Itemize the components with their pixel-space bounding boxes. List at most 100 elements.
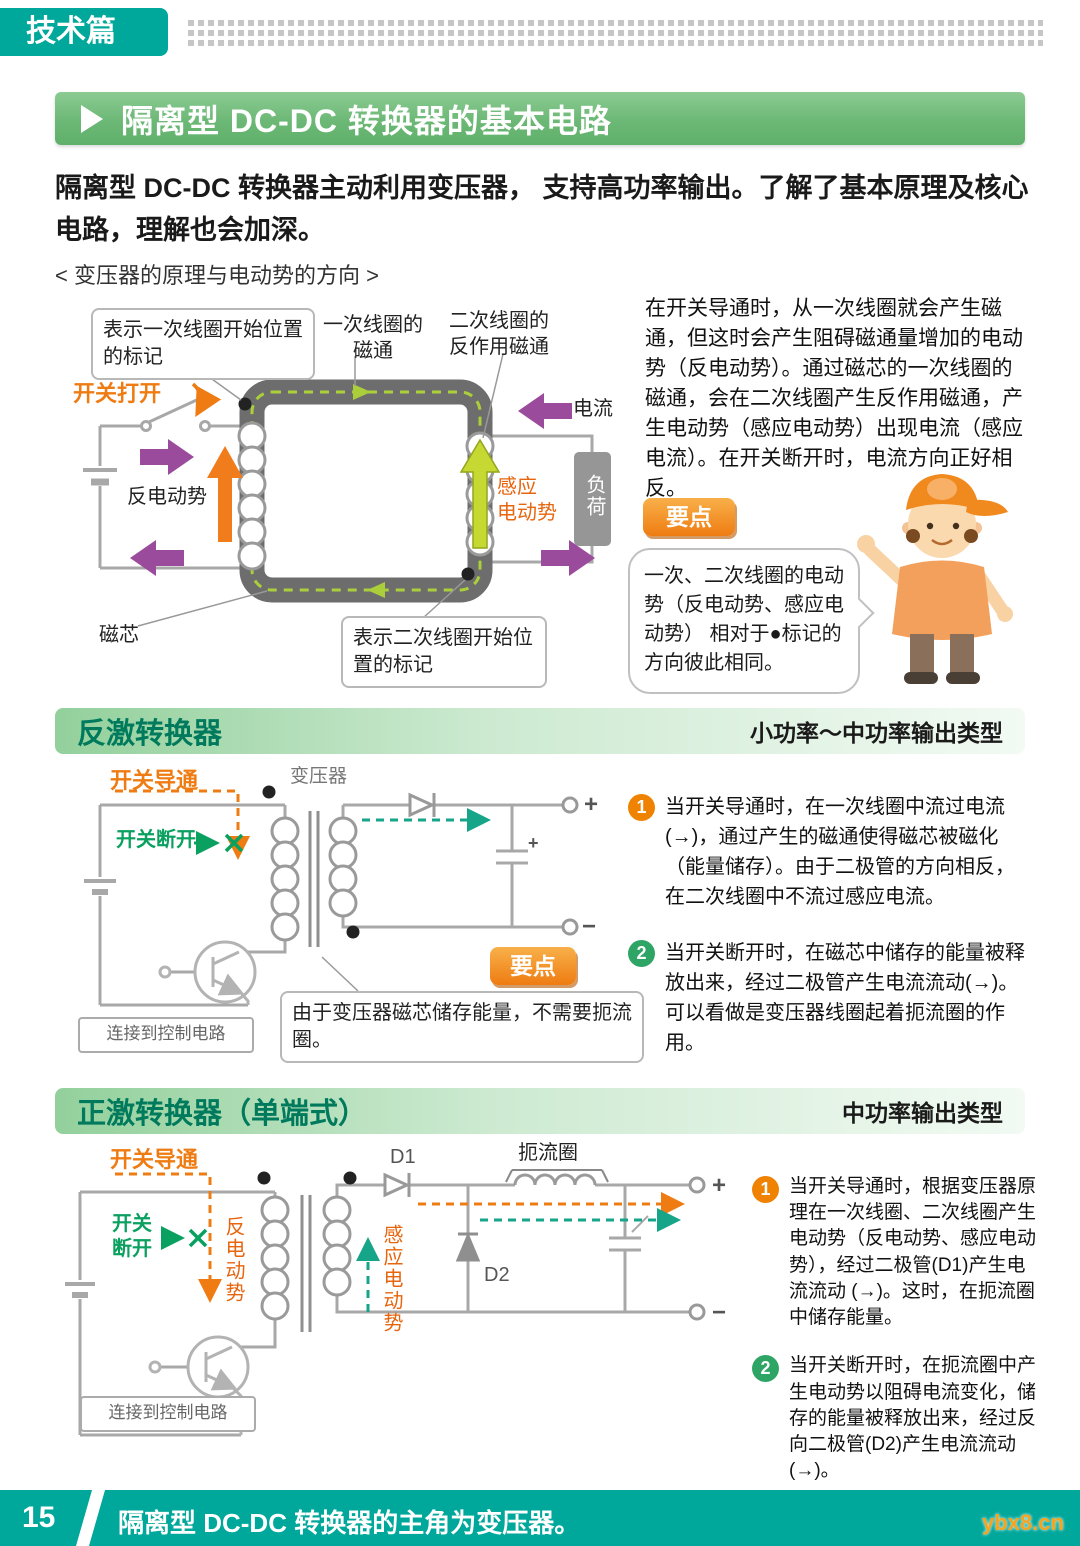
flux-path [250, 390, 482, 592]
forward-point-1: 1 当开关导通时，根据变压器原理在一次线圈、二次线圈产生电动势（反电动势、感应电… [752, 1174, 1037, 1331]
flyback-wires [84, 803, 563, 1007]
choke-bracket [505, 1169, 609, 1183]
footer-divider [75, 1490, 106, 1546]
flyback-core [308, 811, 320, 947]
page-number: 15 [22, 1501, 56, 1534]
secondary-mark-note: 表示二次线圈开始位置的标记 [341, 616, 547, 688]
primary-mark-note: 表示一次线圈开始位置的标记 [91, 308, 315, 380]
point-1-text: 当开关导通时，在一次线圈中流过电流(→)，通过产生的磁通使得磁芯被磁化（能量储存… [665, 796, 1015, 908]
flyback-primary-coil [270, 816, 300, 942]
forward-switch-off-label: 开关 断开 [112, 1213, 152, 1260]
back-emf-arrow [207, 446, 243, 542]
output-plus-terminal [561, 796, 579, 814]
footer-text: 隔离型 DC-DC 转换器的主角为变压器。 [118, 1508, 581, 1538]
page-footer: 15 隔离型 DC-DC 转换器的主角为变压器。 [0, 1490, 1080, 1546]
choke-coil [513, 1173, 597, 1186]
forward-primary-dot [257, 1171, 271, 1185]
secondary-circuit-wires [480, 434, 594, 564]
point-1-badge: 1 [752, 1176, 779, 1203]
minus-label: − [712, 1299, 727, 1326]
point-2-badge: 2 [752, 1355, 779, 1383]
secondary-flux-label: 二次线圈的反作用磁通 [449, 310, 549, 358]
flyback-keypoint-note: 由于变压器磁芯储存能量，不需要扼流圈。 [280, 991, 644, 1063]
point-2-text: 当开关断开时，在磁芯中储存的能量被释放出来，经过二极管产生电流流动(→)。可以看… [665, 942, 1025, 1054]
primary-coil [237, 421, 267, 571]
transformer-principle-svg [83, 353, 611, 627]
d2-diode [455, 1232, 481, 1262]
switch-open-arrow [191, 382, 222, 418]
transformer-principle-diagram: 表示一次线圈开始位置的标记 一次线圈的磁通 二次线圈的反作用磁通 开关打开 反电… [55, 296, 630, 694]
plus-label: + [712, 1172, 727, 1199]
transformer-label: 变压器 [290, 766, 348, 787]
forward-section-bar: 正激转换器（单端式） 中功率输出类型 [55, 1088, 1025, 1134]
d1-label: D1 [390, 1146, 416, 1168]
flyback-section-bar: 反激转换器 小功率～中功率输出类型 [55, 708, 1025, 754]
forward-core [300, 1195, 312, 1332]
secondary-polarity-dot [461, 567, 475, 581]
current-label: 电流 [573, 398, 613, 420]
header-dot-pattern [188, 20, 1043, 46]
flyback-point-1: 1 当开关导通时，在一次线圈中流过电流(→)，通过产生的磁通使得磁芯被磁化（能量… [628, 792, 1032, 912]
output-minus-terminal [688, 1303, 706, 1321]
primary-on-current-path [115, 1172, 222, 1303]
transformer-core [239, 379, 493, 603]
flyback-title: 反激转换器 [77, 718, 223, 750]
d2-label: D2 [484, 1264, 510, 1286]
keypoint-badge-2: 要点 [490, 947, 576, 985]
forward-secondary-dot [343, 1171, 357, 1185]
control-circuit-box: 连接到控制电路 [78, 1017, 254, 1053]
play-triangle-icon [81, 104, 103, 133]
page-title: 隔离型 DC-DC 转换器的基本电路 [121, 102, 612, 139]
keypoint-bubble-text: 一次、二次线圈的电动势（反电动势、感应电动势） 相对于●标记的方向彼此相同。 [644, 565, 844, 674]
forward-secondary-coil [322, 1195, 352, 1297]
reaction-flux-arrow [459, 438, 501, 549]
note-leader-line [321, 956, 359, 992]
forward-back-emf-label: 反电动势 [222, 1216, 244, 1304]
load-box [574, 452, 611, 546]
point-1-badge: 1 [628, 794, 655, 821]
forward-type-tag: 中功率输出类型 [842, 1100, 1003, 1126]
forward-circuit-diagram: 开关导通 开关 断开 反电动势 感应电动势 D1 D2 扼流圈 + − 连接到控… [60, 1140, 750, 1476]
switch-open-label: 开关打开 [73, 381, 162, 406]
flyback-primary-dot [262, 785, 276, 799]
back-emf-label: 反电动势 [127, 486, 207, 508]
page-header-tag: 技术篇 [0, 8, 168, 56]
primary-flux-label: 一次线圈的磁通 [323, 314, 423, 362]
flux-arrowheads [353, 384, 385, 598]
watermark: ybx8.cn [982, 1510, 1064, 1535]
mascot-illustration [857, 474, 1013, 684]
choke-label: 扼流圈 [518, 1142, 578, 1164]
point-2-text: 当开关断开时，在扼流圈中产生电动势以阻碍电流变化，储存的能量被释放出来，经过反向… [789, 1355, 1037, 1482]
principle-description: 在开关导通时，从一次线圈就会产生磁通，但这时会产生阻碍磁通量增加的电动势（反电动… [645, 297, 1023, 501]
forward-points: 1 当开关导通时，根据变压器原理在一次线圈、二次线圈产生电动势（反电动势、感应电… [752, 1174, 1037, 1484]
intro-text: 隔离型 DC-DC 转换器主动利用变压器， 支持高功率输出。了解了基本原理及核心… [55, 173, 1029, 245]
flyback-secondary-coil [328, 816, 358, 918]
d1-diode [383, 1172, 411, 1198]
flyback-points: 1 当开关导通时，在一次线圈中流过电流(→)，通过产生的磁通使得磁芯被磁化（能量… [628, 792, 1032, 1058]
primary-circuit-wires [83, 424, 252, 570]
flyback-circuit-svg [84, 785, 579, 1007]
blocked-x-icon [188, 1228, 208, 1248]
primary-polarity-dot [238, 397, 252, 411]
output-plus-terminal [688, 1176, 706, 1194]
forward-induced-emf-label: 感应电动势 [380, 1224, 402, 1334]
forward-point-2: 2 当开关断开时，在扼流圈中产生电动势以阻碍电流变化，储存的能量被释放出来，经过… [752, 1353, 1037, 1484]
forward-circuit-svg [65, 1169, 706, 1437]
flyback-switch-on-label: 开关导通 [110, 768, 199, 793]
flyback-type-tag: 小功率～中功率输出类型 [750, 720, 1003, 746]
forward-wires [65, 1183, 690, 1437]
main-title-bar: 隔离型 DC-DC 转换器的基本电路 [55, 92, 1025, 145]
load-label: 负荷 [583, 474, 605, 518]
keypoint-speech-bubble: 一次、二次线圈的电动势（反电动势、感应电动势） 相对于●标记的方向彼此相同。 [628, 548, 875, 694]
forward-title: 正激转换器（单端式） [77, 1098, 368, 1130]
keypoint-badge-1: 要点 [643, 498, 735, 536]
minus-label: − [582, 913, 597, 940]
capacitor-plus-label: + [528, 833, 539, 853]
flyback-point-2: 2 当开关断开时，在磁芯中储存的能量被释放出来，经过二极管产生电流流动(→)。可… [628, 938, 1032, 1058]
core-label: 磁芯 [99, 624, 139, 646]
flyback-diode [408, 792, 436, 818]
control-circuit-box: 连接到控制电路 [80, 1396, 256, 1432]
blocked-x-icon [224, 833, 244, 853]
flyback-secondary-dot [346, 925, 360, 939]
plus-label: + [584, 791, 599, 818]
